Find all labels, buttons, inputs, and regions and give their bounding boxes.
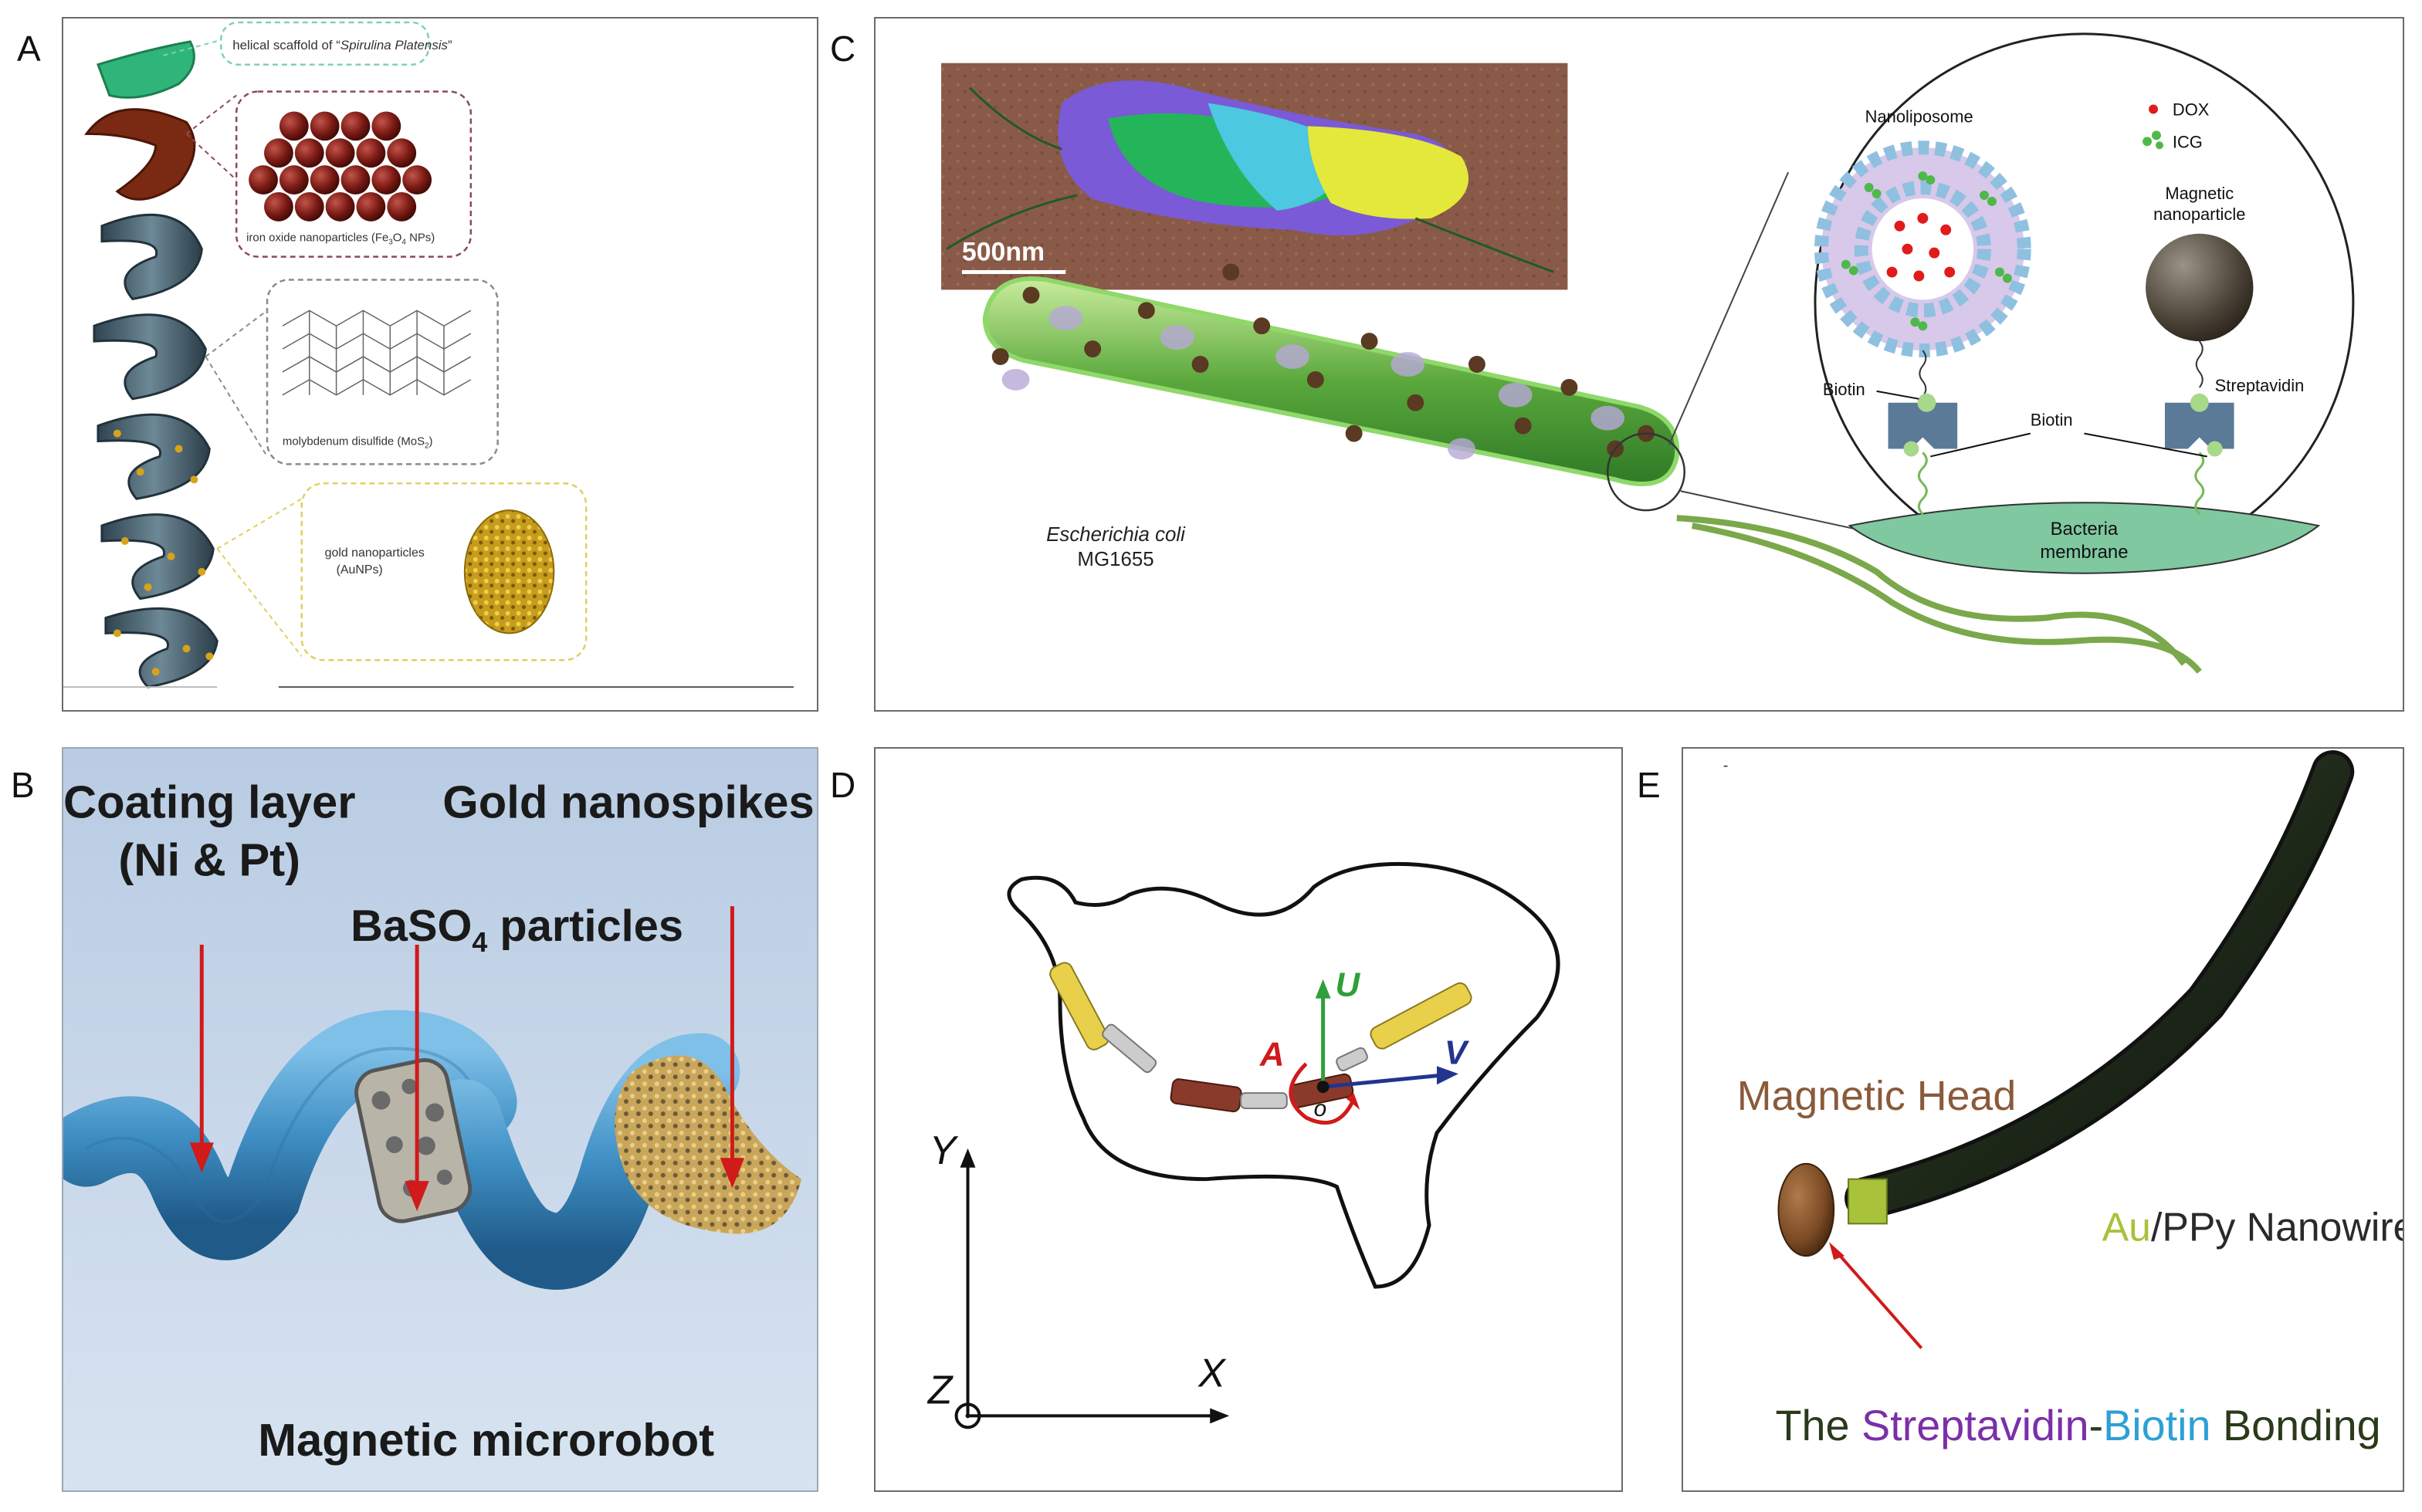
panel-label-e: E bbox=[1637, 765, 1661, 805]
panel-label-a: A bbox=[17, 29, 41, 69]
mos2-lattice bbox=[282, 310, 472, 396]
ppy-nanowire bbox=[1848, 754, 2351, 1216]
ecoli-strain-label: MG1655 bbox=[1077, 549, 1153, 570]
streptavidin-right bbox=[2164, 393, 2234, 457]
callout-gold-text-2: (AuNPs) bbox=[337, 563, 383, 577]
icg-legend-icon bbox=[2143, 130, 2163, 150]
helix-green-segment bbox=[97, 40, 195, 99]
magnetic-microrobot-title: Magnetic microrobot bbox=[258, 1414, 714, 1466]
panel-b: Coating layer (Ni & Pt) Gold nanospikes … bbox=[62, 747, 818, 1492]
zoom-circle-large: Bacteria membrane Nanoliposome bbox=[1814, 32, 2355, 574]
icg-label: ICG bbox=[2173, 132, 2203, 151]
nanowire-label: Au/PPy Nanowire bbox=[2102, 1204, 2403, 1249]
robot-tube-left bbox=[63, 1010, 517, 1260]
axis-z-origin bbox=[954, 1402, 981, 1429]
fish-outline bbox=[1007, 861, 1560, 1289]
scale-bar-label: 500nm bbox=[962, 238, 1045, 267]
callout-helical-box bbox=[220, 21, 430, 66]
origin-label: o bbox=[1314, 1096, 1327, 1121]
streptavidin-label: Streptavidin bbox=[2215, 376, 2305, 395]
gold-nanoparticle-icon bbox=[463, 509, 555, 634]
panel-d-diagram: U V A o Y X Z bbox=[926, 861, 1560, 1429]
magnetic-head bbox=[1777, 1162, 1835, 1257]
panel-e: - Magnetic Head Au/PPy Nanowire The Stre… bbox=[1682, 747, 2404, 1492]
callout-mos2-box bbox=[266, 279, 499, 465]
panel-label-c: C bbox=[830, 29, 856, 69]
callout-iron-text: iron oxide nanoparticles (Fe3O4 NPs) bbox=[246, 232, 435, 247]
panel-c: 500nm Escherichia coli MG1655 bbox=[874, 17, 2404, 712]
panel-e-diagram: - Magnetic Head Au/PPy Nanowire The Stre… bbox=[1723, 750, 2403, 1449]
biotin-center-label: Biotin bbox=[2031, 411, 2073, 430]
sem-image: 500nm bbox=[941, 63, 1568, 290]
magnetic-nanoparticle bbox=[2146, 233, 2254, 342]
panel-a: helical scaffold of “Spirulina Platensis… bbox=[62, 17, 818, 712]
coating-label-1: Coating layer bbox=[63, 776, 356, 828]
panel-c-diagram: 500nm Escherichia coli MG1655 bbox=[941, 32, 2355, 674]
magnetic-np-label-1: Magnetic bbox=[2165, 184, 2234, 203]
red-arrows bbox=[189, 906, 745, 1212]
panel-label-d: D bbox=[830, 765, 856, 805]
ecoli-body bbox=[982, 263, 2202, 674]
nanoliposome bbox=[1814, 140, 2031, 358]
vector-v bbox=[1323, 1073, 1441, 1089]
axis-y-label: Y bbox=[930, 1128, 959, 1172]
coating-label-2: (Ni & Pt) bbox=[118, 834, 300, 885]
streptavidin-left bbox=[1888, 393, 1958, 457]
zoom-circle-small bbox=[1606, 432, 1685, 512]
gold-nanospikes-segment bbox=[615, 1055, 802, 1234]
dox-legend-dot bbox=[2149, 104, 2158, 114]
panel-label-b: B bbox=[11, 765, 35, 805]
panel-b-diagram: Coating layer (Ni & Pt) Gold nanospikes … bbox=[63, 749, 817, 1490]
callout-helical-text: helical scaffold of “Spirulina Platensis… bbox=[232, 38, 452, 52]
vector-a-label: A bbox=[1259, 1035, 1285, 1073]
magnetic-head-label: Magnetic Head bbox=[1737, 1073, 2017, 1119]
gold-spikes-label: Gold nanospikes bbox=[442, 776, 814, 828]
au-segment bbox=[1848, 1178, 1888, 1225]
helix-brown-segment bbox=[84, 108, 196, 201]
bonding-label: The Streptavidin-Biotin Bonding bbox=[1775, 1402, 2380, 1449]
dox-label: DOX bbox=[2173, 100, 2210, 119]
callout-iron-box bbox=[235, 90, 473, 258]
baso4-label: BaSO4 particles bbox=[351, 901, 683, 958]
helix-gray-coils bbox=[93, 213, 218, 688]
bacteria-membrane bbox=[1848, 502, 2321, 574]
callout-gold-text-1: gold nanoparticles bbox=[325, 546, 425, 560]
panel-a-diagram: helical scaffold of “Spirulina Platensis… bbox=[63, 21, 794, 688]
axis-z-label: Z bbox=[926, 1367, 954, 1412]
magnetic-np-label-2: nanoparticle bbox=[2153, 205, 2245, 224]
biotin-left-label: Biotin bbox=[1823, 380, 1865, 399]
nanoliposome-label: Nanoliposome bbox=[1865, 107, 1973, 126]
helix-gold-dots bbox=[113, 429, 214, 676]
bond-arrow bbox=[1835, 1250, 1923, 1350]
svg-text:-: - bbox=[1723, 757, 1729, 774]
iron-oxide-particles bbox=[249, 111, 432, 222]
rotation-arrow bbox=[1289, 1062, 1354, 1125]
axis-x-label: X bbox=[1197, 1351, 1227, 1395]
ecoli-species-label: Escherichia coli bbox=[1046, 524, 1186, 546]
vector-u-label: U bbox=[1336, 966, 1361, 1004]
callout-mos2-text: molybdenum disulfide (MoS2) bbox=[283, 435, 433, 451]
svg-text:Bacteria: Bacteria bbox=[2051, 519, 2119, 540]
callout-gold-box bbox=[300, 482, 588, 661]
svg-text:membrane: membrane bbox=[2040, 542, 2128, 563]
panel-d: U V A o Y X Z bbox=[874, 747, 1623, 1492]
vector-v-label: V bbox=[1445, 1033, 1470, 1071]
